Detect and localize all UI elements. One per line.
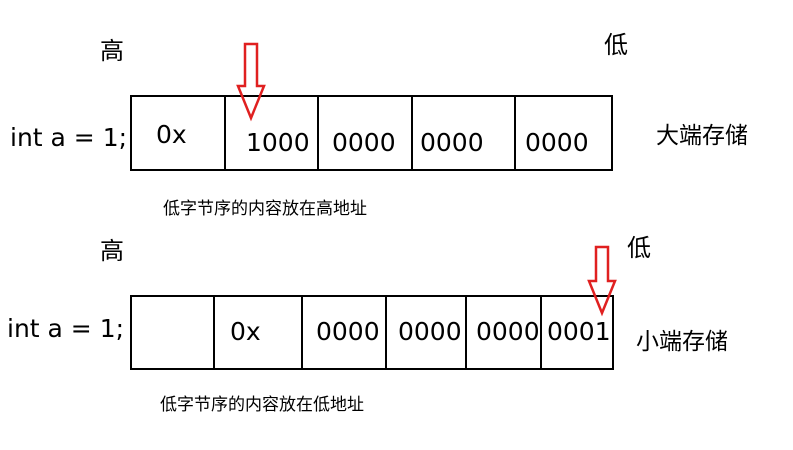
little-endian-cell-5: 0001	[547, 317, 611, 346]
little-endian-memory-box: 0x 0000 0000 0000 0001	[130, 295, 614, 370]
little-endian-code: int a = 1;	[7, 314, 125, 343]
divider	[213, 297, 215, 368]
divider	[385, 297, 387, 368]
big-endian-name: 大端存储	[656, 123, 748, 149]
little-endian-cell-4: 0000	[476, 317, 540, 346]
big-endian-cell-3: 0000	[420, 128, 484, 157]
divider	[540, 297, 542, 368]
divider	[317, 97, 319, 169]
little-endian-low-label: 低	[627, 234, 651, 262]
big-endian-low-label: 低	[604, 31, 628, 59]
big-endian-code: int a = 1;	[10, 123, 128, 152]
big-endian-cell-4: 0000	[525, 128, 589, 157]
little-endian-cell-2: 0000	[316, 317, 380, 346]
big-endian-memory-box: 0x 1000 0000 0000 0000	[130, 95, 613, 171]
down-arrow-icon	[236, 42, 266, 122]
little-endian-cell-1: 0x	[230, 317, 261, 346]
big-endian-caption: 低字节序的内容放在高地址	[163, 199, 367, 219]
big-endian-cell-2: 0000	[332, 128, 396, 157]
big-endian-high-label: 高	[100, 37, 124, 65]
down-arrow-icon	[587, 245, 617, 317]
big-endian-cell-1: 1000	[246, 128, 310, 157]
little-endian-caption: 低字节序的内容放在低地址	[160, 395, 364, 415]
divider	[465, 297, 467, 368]
divider	[224, 97, 226, 169]
little-endian-name: 小端存储	[636, 329, 728, 355]
divider	[411, 97, 413, 169]
divider	[514, 97, 516, 169]
big-endian-cell-0: 0x	[156, 120, 187, 149]
little-endian-cell-3: 0000	[398, 317, 462, 346]
little-endian-high-label: 高	[100, 237, 124, 265]
divider	[301, 297, 303, 368]
